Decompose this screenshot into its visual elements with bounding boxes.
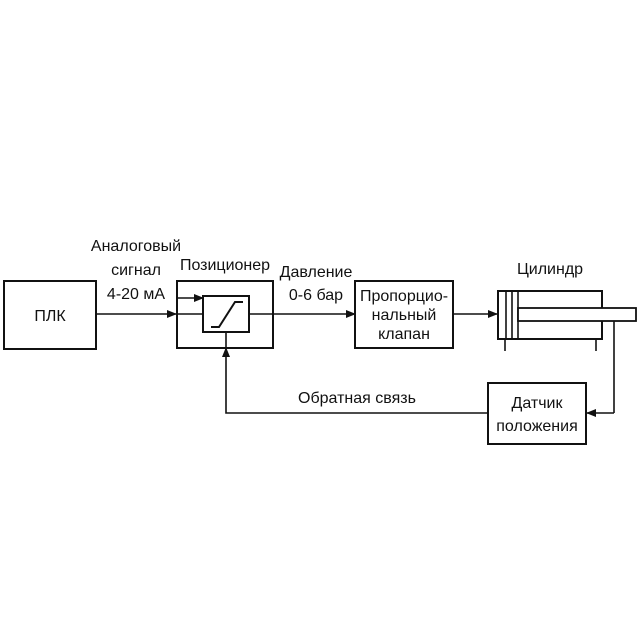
- analog-signal-line-1: Аналоговый: [91, 238, 181, 255]
- sensor-line-1: Датчик: [512, 395, 564, 412]
- feedback-arrow: [222, 347, 488, 414]
- valve-line-1: Пропорцио-: [360, 288, 448, 305]
- analog-signal-label: Аналоговый сигнал 4-20 мА: [91, 238, 181, 303]
- positioner-title: Позиционер: [180, 257, 270, 274]
- ramp-icon: [211, 301, 243, 328]
- positioner-block: Позиционер: [176, 257, 274, 349]
- pressure-label: Давление 0-6 бар: [280, 264, 353, 304]
- analog-signal-line-3: 4-20 мА: [107, 286, 165, 303]
- valve-line-2: нальный: [372, 307, 437, 324]
- pressure-line-1: Давление: [280, 264, 353, 281]
- cylinder-symbol: Цилиндр: [497, 261, 637, 351]
- analog-signal-line-2: сигнал: [111, 262, 161, 279]
- proportional-valve-block: Пропорцио- нальный клапан: [354, 280, 454, 349]
- feedback-label: Обратная связь: [298, 390, 416, 407]
- pressure-line-2: 0-6 бар: [289, 287, 343, 304]
- plc-block: ПЛК: [3, 280, 97, 350]
- plc-label: ПЛК: [34, 308, 66, 325]
- valve-line-3: клапан: [378, 326, 430, 343]
- cylinder-title: Цилиндр: [517, 261, 583, 278]
- position-sensor-block: Датчик положения: [487, 382, 587, 445]
- sensor-line-2: положения: [496, 418, 577, 435]
